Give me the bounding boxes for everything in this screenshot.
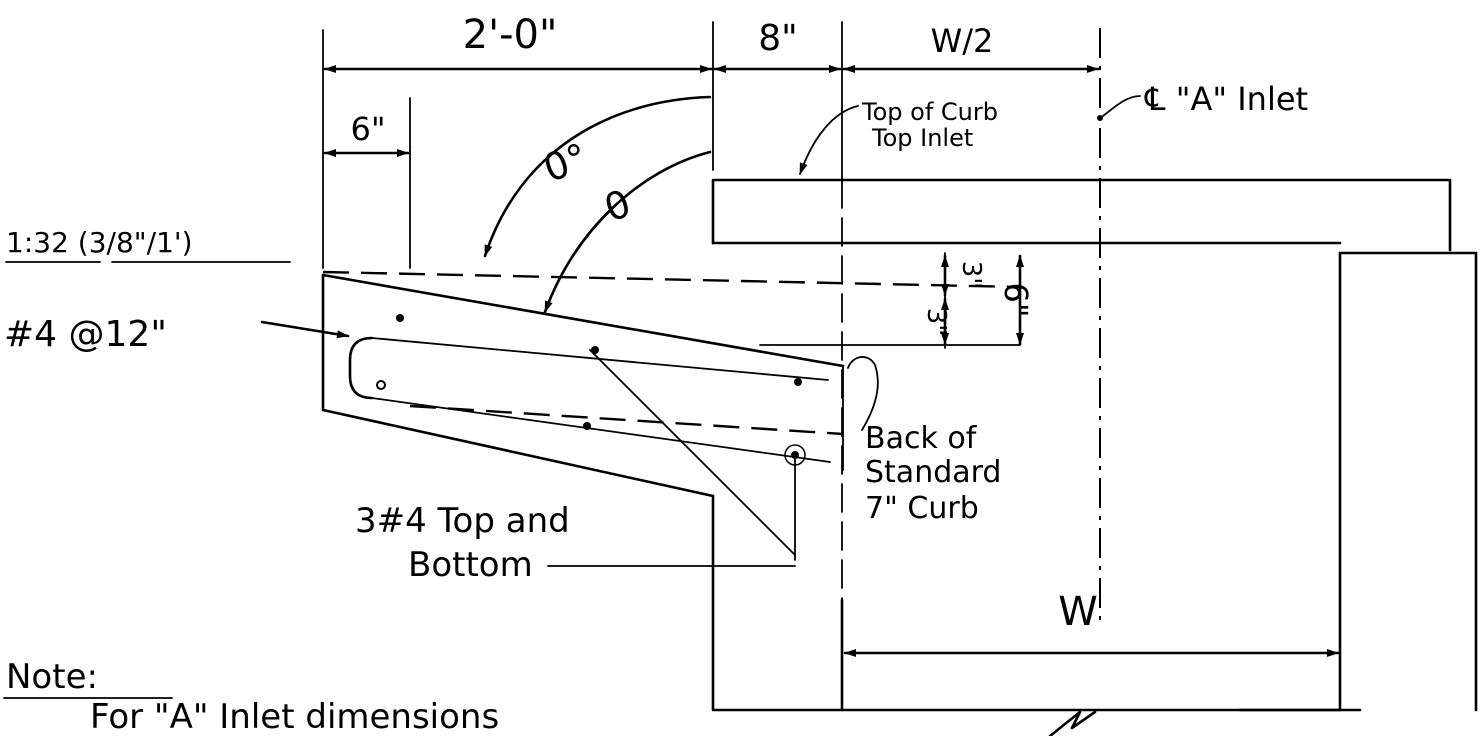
rebar-dot-3 <box>794 378 802 386</box>
top-of-curb-leader <box>799 105 859 175</box>
apron-top-surface <box>321 273 845 368</box>
back-of-curb-line3: 7" Curb <box>865 491 979 526</box>
inlet-wall-outline <box>711 494 1342 712</box>
inlet-top-slab <box>711 178 1452 252</box>
note-text: For "A" Inlet dimensions <box>90 697 499 736</box>
rebar-dot-4 <box>376 380 386 390</box>
rebar-dot-1 <box>396 314 404 322</box>
apron-joint-line <box>409 404 844 436</box>
vertical-dimensions: 3" 3" 6" <box>921 252 1035 349</box>
dim-8in-label: 8" <box>758 18 797 59</box>
back-of-curb-leader <box>847 356 879 431</box>
rebar-spacing-leader <box>260 320 350 339</box>
dim-w-half-label: W/2 <box>931 22 994 60</box>
rebar-dot-6 <box>791 451 799 459</box>
back-of-curb-line2: Standard <box>865 455 1001 490</box>
rebar-dot-6-ring <box>784 444 806 466</box>
note-heading: Note: <box>6 657 98 697</box>
top-of-curb-label-line1: Top of Curb <box>861 98 998 126</box>
break-line-symbol <box>1048 710 1097 736</box>
angle-o-label: 0 <box>599 181 637 231</box>
dim-2ft-label: 2'-0" <box>463 12 558 58</box>
angle-arc-inner <box>543 150 712 314</box>
slope-reference-line <box>322 270 1021 289</box>
dim-6in-vertical-label: 6" <box>997 282 1035 317</box>
dim-3in-top-label: 3" <box>956 261 986 290</box>
top-dimension-chain: 2'-0" 8" W/2 6" <box>322 12 1100 269</box>
rebar-dot-5 <box>583 422 591 430</box>
dim-3in-bottom-label: 3" <box>921 308 951 337</box>
dim-6in-label: 6" <box>350 110 385 148</box>
angle-degree-label: 0° <box>538 135 594 191</box>
rebar-spacing-label: #4 @12" <box>4 314 167 355</box>
top-of-curb-label-line2: Top Inlet <box>871 124 973 152</box>
slope-label: 1:32 (3/8"/1') <box>6 226 193 259</box>
dimension-w-label: W <box>1058 589 1098 635</box>
apron-bottom-surface <box>321 408 715 498</box>
bar-callout-leader-a <box>589 349 796 556</box>
bars-note-line1: 3#4 Top and <box>355 501 570 541</box>
centerline-leader <box>1102 95 1141 117</box>
inlet-structure <box>711 178 1478 736</box>
centerline-point <box>1097 115 1103 121</box>
rebar-hook <box>348 336 374 400</box>
angle-arc-outer <box>483 95 712 258</box>
curb-apron-section <box>321 270 1021 561</box>
centerline-label: ℄ "A" Inlet <box>1144 80 1308 118</box>
bars-note-line2: Bottom <box>408 545 533 585</box>
back-of-curb-line1: Back of <box>865 421 978 456</box>
rebar-bottom <box>371 397 831 463</box>
rebar-dot-2 <box>591 346 599 354</box>
